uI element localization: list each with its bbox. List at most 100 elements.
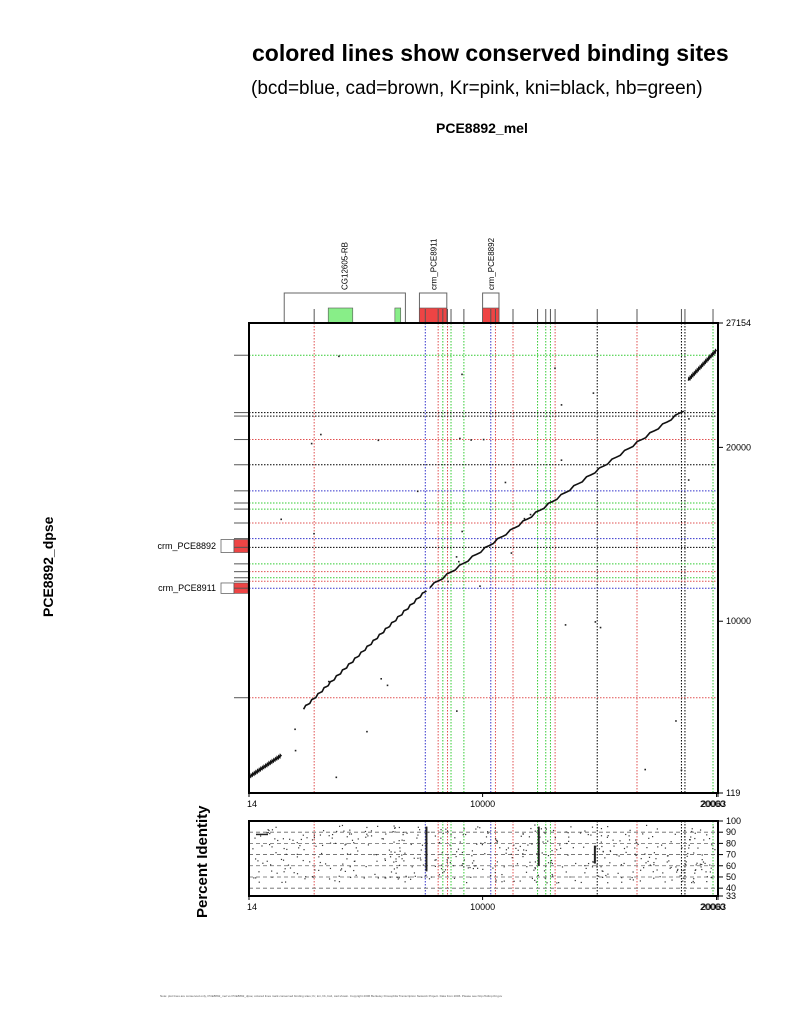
pid-dot <box>370 835 373 837</box>
pid-dot <box>406 832 408 834</box>
pid-dot <box>341 848 344 850</box>
pid-dot <box>591 826 594 828</box>
pid-dot <box>694 832 696 834</box>
pid-dot <box>534 866 536 869</box>
scatter-dot <box>592 392 595 394</box>
pid-dot <box>644 853 646 855</box>
pid-dot <box>428 878 431 880</box>
pid-dot <box>579 832 582 834</box>
pid-dot <box>389 856 392 858</box>
pid-dot <box>623 862 625 865</box>
pid-dot <box>480 842 482 844</box>
scatter-dot <box>529 513 532 516</box>
pid-dot <box>648 856 651 859</box>
pid-dot <box>270 864 272 866</box>
pid-dot <box>299 845 301 847</box>
pid-dot <box>551 849 553 852</box>
pid-dot <box>296 841 298 844</box>
pid-dot <box>434 835 436 837</box>
pid-dot <box>685 861 687 863</box>
scatter-dot <box>470 439 472 441</box>
pid-dot <box>262 862 264 864</box>
pid-dot <box>419 857 421 859</box>
pid-dot <box>535 881 538 883</box>
chart-subtitle: (bcd=blue, cad=brown, Kr=pink, kni=black… <box>251 78 703 99</box>
pid-dot <box>409 878 412 880</box>
pid-dot <box>526 866 528 868</box>
pid-dot <box>254 837 256 839</box>
pid-dot <box>322 830 325 832</box>
pid-dot <box>496 840 499 842</box>
pid-dot <box>357 850 359 852</box>
pid-dot <box>587 862 590 865</box>
pid-dot <box>304 878 306 880</box>
pid-dot <box>540 828 543 830</box>
pid-dot <box>402 831 404 834</box>
pid-dot <box>584 865 586 867</box>
pid-dot <box>602 851 604 853</box>
pid-dot <box>418 829 421 831</box>
alignment-segment <box>429 410 685 589</box>
alignment-segment <box>302 590 427 710</box>
pid-dot <box>271 876 273 878</box>
pid-dot <box>459 841 461 843</box>
pid-dot <box>697 847 699 849</box>
pid-dot <box>691 828 693 830</box>
pid-dot <box>397 878 399 880</box>
pid-dot <box>341 868 343 870</box>
pid-dot <box>367 844 370 846</box>
pid-dot <box>565 831 567 833</box>
x-feature-label: CG12605-RB <box>341 242 350 290</box>
pid-dot <box>440 829 442 831</box>
pid-dot <box>401 858 403 860</box>
pid-dot <box>296 873 299 875</box>
pid-dot <box>271 829 274 831</box>
pid-dot <box>266 860 268 862</box>
pid-dot <box>625 833 627 836</box>
pid-dot <box>645 862 647 864</box>
pid-dot <box>494 871 496 874</box>
pid-dot <box>534 861 537 863</box>
pid-dot <box>507 847 510 849</box>
pid-dot <box>482 868 484 870</box>
pid-dot <box>434 865 436 867</box>
pid-dot <box>629 829 631 831</box>
alignment-diagonal <box>248 348 718 779</box>
pid-y-tick-label: 90 <box>726 827 736 837</box>
pid-dot <box>393 868 395 870</box>
pid-dot <box>446 859 448 861</box>
pid-dot <box>475 865 477 867</box>
conserved-site-lines <box>234 309 718 896</box>
gene-exon <box>394 307 402 324</box>
pid-dot <box>703 839 705 841</box>
pid-dot <box>640 858 642 860</box>
pid-dot <box>311 839 314 841</box>
pid-dot <box>503 880 505 882</box>
pid-dot <box>525 849 527 852</box>
pid-dot <box>712 826 714 828</box>
pid-dot <box>634 853 636 855</box>
scatter-dot <box>456 710 458 712</box>
pid-dot <box>404 881 406 883</box>
pid-dot <box>561 866 564 868</box>
pid-dot <box>598 848 601 850</box>
pid-dot <box>495 879 497 881</box>
pid-dot <box>683 836 686 838</box>
pid-y-tick-label: 33 <box>726 891 736 901</box>
pid-y-tick-label: 70 <box>726 850 736 860</box>
pid-dot <box>302 859 304 862</box>
pid-dot <box>283 871 285 873</box>
pid-dot <box>484 853 486 855</box>
pid-dot <box>413 872 416 874</box>
pid-dot <box>639 880 641 882</box>
pid-dot <box>560 847 562 849</box>
pid-dot <box>449 844 451 846</box>
pid-dot <box>318 856 320 858</box>
pid-dot <box>312 876 314 878</box>
pid-dot <box>284 881 287 883</box>
pid-dot <box>345 843 347 845</box>
pid-dot <box>600 866 602 868</box>
pid-dot <box>671 879 673 881</box>
pid-dot <box>454 837 456 839</box>
pid-dot <box>681 847 683 849</box>
